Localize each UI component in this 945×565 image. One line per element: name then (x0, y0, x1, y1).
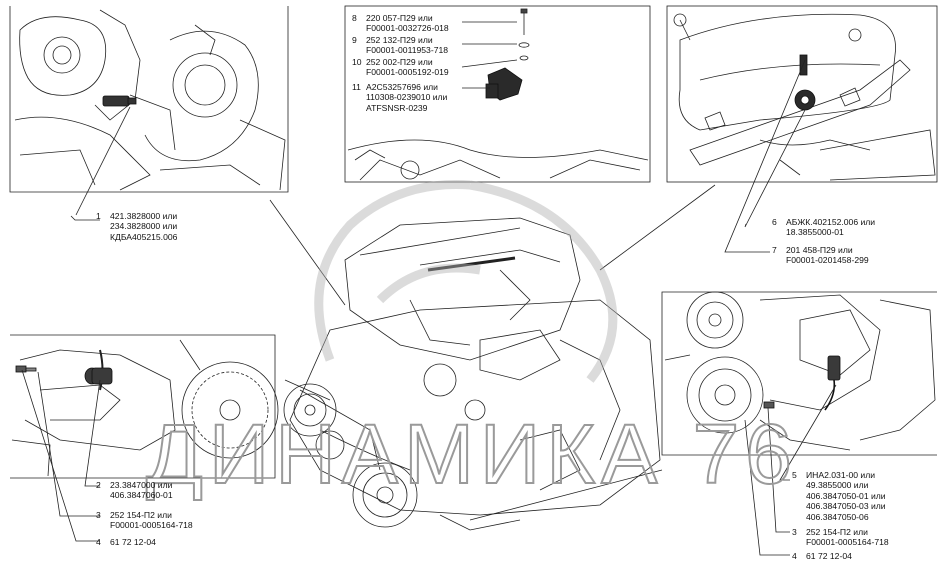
part-number: 234.3828000 или (110, 221, 178, 232)
inset-frame-top-left (9, 6, 289, 193)
sensor-5-part (824, 355, 841, 411)
callout-7: 7 201 458-П29 или F00001-0201458-299 (772, 245, 869, 266)
callout-number: 7 (772, 245, 777, 255)
sensor-11-part (485, 67, 523, 101)
inset-bottom-left-art (11, 339, 279, 477)
part-number: 220 057-П29 или (366, 13, 433, 23)
part-number: 406.3847060-01 (110, 490, 173, 501)
part-number: 252 154-П2 или (806, 527, 868, 537)
part-number: 406.3847050-06 (806, 511, 869, 522)
inset-bottom-right-art (664, 291, 936, 451)
inset-top-left-art (14, 9, 286, 191)
callout-number: 4 (96, 537, 101, 547)
part-number: 252 154-П2 или (110, 510, 172, 520)
callout-3-right: 3 252 154-П2 или F00001-0005164-718 (792, 527, 889, 548)
leader-1b (269, 199, 346, 306)
callout-number: 5 (792, 470, 797, 480)
part-number: F00001-0011953-718 (366, 45, 449, 56)
washer-10-part (519, 55, 529, 61)
leader-to-engine-right (599, 184, 716, 271)
leader-4b (744, 419, 790, 556)
sensor-1-part (102, 95, 137, 107)
central-engine-art (283, 217, 661, 531)
part-number: АБЖК.402152.006 или (786, 217, 876, 227)
part-number: ИНА2.031-00 или (806, 470, 876, 480)
part-number: 61 72 12-04 (110, 537, 156, 547)
callout-1: 1 421.3828000 или 234.3828000 или КДБА40… (96, 211, 177, 242)
callout-4-right: 4 61 72 12-04 (792, 551, 852, 561)
callout-number: 11 (352, 82, 361, 92)
bolt-8-part (520, 8, 528, 35)
leader-top-right (744, 109, 806, 228)
part-number: 421.3828000 или (110, 211, 178, 221)
part-number: ATFSNSR-0239 (366, 102, 428, 113)
part-number: F00001-0005164-718 (110, 520, 193, 531)
callout-number: 10 (352, 57, 362, 67)
part-number: 252 132-П29 или (366, 35, 433, 45)
part-number: 201 458-П29 или (786, 245, 853, 255)
callout-4-left: 4 61 72 12-04 (96, 537, 156, 547)
part-number: 110308-0239010 или (366, 92, 448, 103)
inset-frame-top-center (344, 5, 651, 183)
watermark-logo (314, 180, 618, 383)
leader-2 (84, 379, 101, 487)
part-number: F00001-0201458-299 (786, 255, 869, 266)
part-number: 49.3855000 или (806, 480, 869, 491)
callout-10: 10 252 002-П29 или F00001-0005192-019 (352, 57, 449, 78)
part-number: A2C53257696 или (366, 82, 438, 92)
part-number: 23.3847000 или (110, 480, 173, 490)
sensor-2-part (84, 367, 113, 385)
leader-5 (779, 384, 837, 481)
bolt-3-right-part (763, 401, 775, 409)
callout-number: 2 (96, 480, 101, 490)
callout-number: 3 (792, 527, 797, 537)
part-number: 252 002-П29 или (366, 57, 433, 67)
callout-number: 9 (352, 35, 357, 45)
part-number: 406.3847050-03 или (806, 501, 886, 512)
callout-9: 9 252 132-П29 или F00001-0011953-718 (352, 35, 448, 56)
inset-top-center-art (347, 139, 649, 181)
callout-6: 6 АБЖК.402152.006 или 18.3855000-01 (772, 217, 875, 238)
leader-3a (37, 371, 100, 517)
leader-bottom-engine (469, 469, 663, 521)
callout-2: 2 23.3847000 или 406.3847060-01 (96, 480, 173, 501)
part-number: КДБА405215.006 (110, 231, 178, 242)
callout-number: 6 (772, 217, 777, 227)
bolt-4-left-part (15, 365, 37, 373)
leader-4a (21, 369, 100, 542)
part-number: 61 72 12-04 (806, 551, 852, 561)
part-number: 18.3855000-01 (786, 227, 844, 238)
leader-1 (70, 215, 100, 221)
callout-number: 3 (96, 510, 101, 520)
leader-3b (767, 407, 790, 533)
inset-frame-bottom-right (661, 291, 937, 456)
part-number: 406.3847050-01 или (806, 490, 886, 501)
part-number: F00001-0005192-019 (366, 67, 449, 78)
callout-number: 4 (792, 551, 797, 561)
part-number: F00001-0005164-718 (806, 537, 889, 548)
callout-number: 8 (352, 13, 357, 23)
inset-frame-bottom-left (10, 334, 276, 479)
callout-3-left: 3 252 154-П2 или F00001-0005164-718 (96, 510, 193, 531)
callout-8: 8 220 057-П29 или F00001-0032726-018 (352, 13, 449, 34)
part-number: F00001-0032726-018 (366, 23, 449, 34)
inset-top-right-art (673, 13, 936, 181)
callout-number: 1 (96, 211, 101, 221)
callout-11: 11 A2C53257696 или 110308-0239010 или AT… (352, 82, 447, 113)
callout-5: 5 ИНА2.031-00 или 49.3855000 или 406.384… (792, 470, 886, 522)
leader-7 (724, 59, 806, 253)
washer-9-part (518, 42, 530, 48)
inset-frame-top-right (666, 5, 938, 183)
